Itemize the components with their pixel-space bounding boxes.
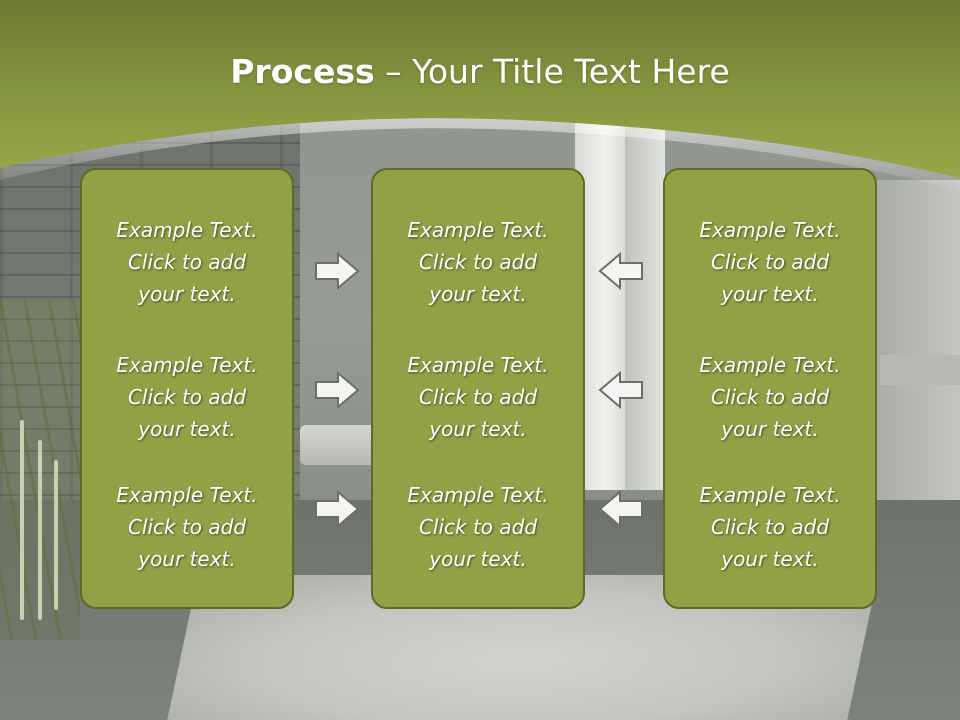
arrow-right-icon	[314, 489, 360, 529]
text-block[interactable]: Example Text. Click to add your text.	[699, 483, 841, 571]
text-block[interactable]: Example Text. Click to add your text.	[407, 353, 549, 441]
text-block[interactable]: Example Text. Click to add your text.	[699, 353, 841, 441]
arrow-right-icon	[314, 370, 360, 410]
text-block[interactable]: Example Text. Click to add your text.	[407, 218, 549, 306]
arrow-left-icon	[598, 370, 644, 410]
arrow-left-icon	[598, 489, 644, 529]
text-block[interactable]: Example Text. Click to add your text.	[407, 483, 549, 571]
arrow-left-icon	[598, 251, 644, 291]
title-rest: – Your Title Text Here	[374, 52, 730, 91]
process-box-3[interactable]: Example Text. Click to add your text. Ex…	[663, 168, 877, 609]
text-block[interactable]: Example Text. Click to add your text.	[116, 483, 258, 571]
window-frame	[625, 110, 665, 490]
right-wall	[870, 180, 960, 500]
title-bold: Process	[230, 52, 375, 91]
shelf	[880, 355, 960, 385]
process-box-2[interactable]: Example Text. Click to add your text. Ex…	[371, 168, 585, 609]
slide-title[interactable]: Process – Your Title Text Here	[0, 52, 960, 91]
text-block[interactable]: Example Text. Click to add your text.	[116, 218, 258, 306]
process-box-1[interactable]: Example Text. Click to add your text. Ex…	[80, 168, 294, 609]
plant	[0, 300, 80, 640]
arrow-right-icon	[314, 251, 360, 291]
text-block[interactable]: Example Text. Click to add your text.	[116, 353, 258, 441]
text-block[interactable]: Example Text. Click to add your text.	[699, 218, 841, 306]
